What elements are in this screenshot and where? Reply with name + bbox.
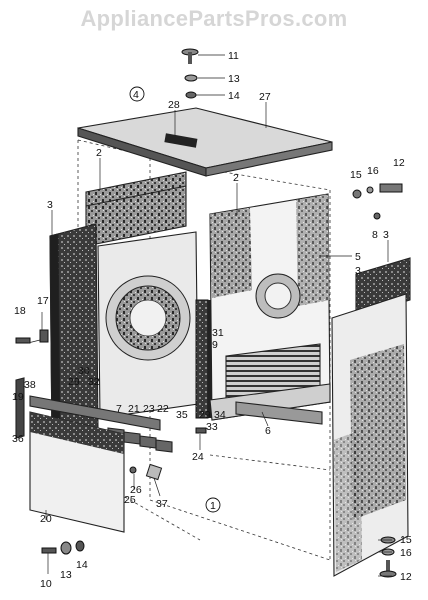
callout-c35: 35 [176,409,188,421]
callout-c2a: 2 [96,147,102,159]
watermark: AppliancePartsPros.com [80,6,348,31]
rear-upper-brace [85,171,187,247]
callout-c31: 31 [212,327,224,339]
front-lower-panel [29,411,125,533]
callout-circle-4 [129,86,145,102]
callout-c3c: 3 [355,265,361,277]
callout-c14b: 14 [76,559,88,571]
callout-c38: 38 [24,379,36,391]
callout-c13b: 13 [60,569,72,581]
callout-c30: 30 [78,365,90,377]
callout-c8: 8 [372,229,378,241]
callout-c29a: 29 [68,376,80,388]
callout-c15b: 15 [400,534,412,546]
callout-c12a: 12 [393,157,405,169]
callout-c14a: 14 [228,90,240,102]
top-panel [77,107,333,177]
rear-panel [209,193,331,421]
callout-c34: 34 [214,409,226,421]
clip-plate [145,463,163,481]
callout-c37: 37 [156,498,168,510]
left-bulkhead [97,231,199,419]
toe-kick-rail [15,377,161,439]
callout-c9: 9 [212,339,218,351]
callout-c5: 5 [355,251,361,263]
hardware [15,48,403,578]
callout-c16a: 16 [367,165,379,177]
callout-c3b: 3 [383,229,389,241]
callout-c21: 21 [128,403,140,415]
callout-c29b: 29 [199,409,211,421]
left-side-panel [49,223,99,441]
callout-circle-1 [205,497,221,513]
callout-c33: 33 [206,421,218,433]
callout-c11: 11 [228,50,239,62]
callout-c10: 10 [40,578,52,590]
callout-c23: 23 [143,403,155,415]
leader-lines [27,54,392,577]
callout-c20: 20 [40,513,52,525]
callout-c22: 22 [157,403,169,415]
callout-c24: 24 [192,451,204,463]
callout-c1: 1 [210,500,216,512]
callout-c12b: 12 [400,571,412,583]
callout-labels: 11 13 14 4 28 27 2 2 15 16 12 8 3 3 5 3 … [12,50,412,590]
callout-c7: 7 [116,403,122,415]
callout-c3a: 3 [47,199,53,211]
callout-c27: 27 [259,91,271,103]
callout-c36: 36 [12,433,24,445]
callout-c28: 28 [168,99,180,111]
callout-c18: 18 [14,305,26,317]
callout-c25: 25 [124,494,136,506]
callout-c19: 19 [12,391,24,403]
callout-c17: 17 [37,295,49,307]
callout-c2b: 2 [233,172,239,184]
callout-c15a: 15 [350,169,362,181]
front-side-panel [331,293,409,577]
callout-c4: 4 [133,89,139,101]
callout-c16b: 16 [400,547,412,559]
base-rail [235,401,323,425]
callout-c6: 6 [265,425,271,437]
callout-c32: 32 [88,376,100,388]
callout-c26: 26 [130,484,142,496]
callout-c13a: 13 [228,73,240,85]
